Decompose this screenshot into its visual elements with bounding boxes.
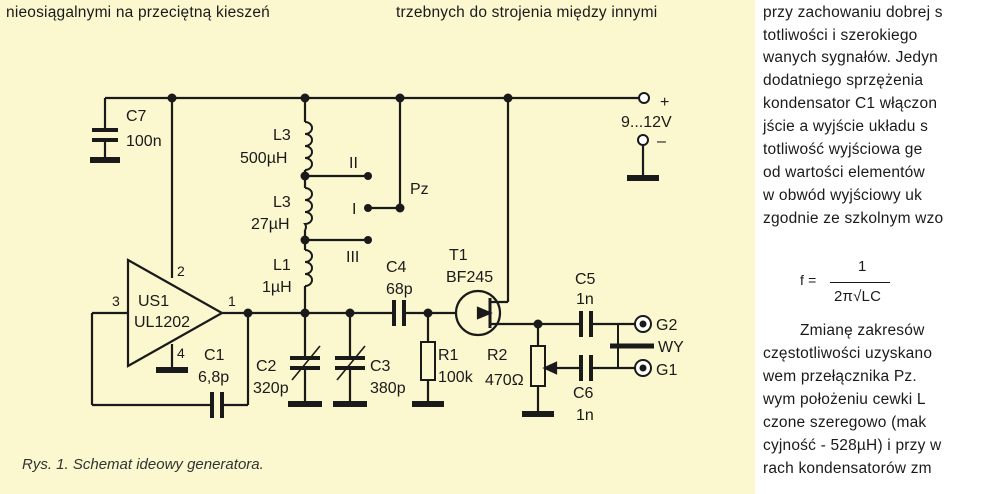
right-text-line: od wartości elementów bbox=[763, 164, 925, 181]
right-text-line: w obwód wyjściowy uk bbox=[763, 187, 923, 204]
ic-pin3: 3 bbox=[112, 293, 120, 309]
output-g1-label: G1 bbox=[656, 362, 677, 379]
right-text-line: totliwości i szerokiego bbox=[763, 27, 918, 44]
output-wy-label: WY bbox=[658, 339, 684, 356]
right-text-line: cyjność - 528µH) i przy w bbox=[763, 437, 942, 454]
formula-numerator: 1 bbox=[858, 258, 867, 275]
c4-value: 68p bbox=[386, 281, 413, 298]
r2-name: R2 bbox=[487, 347, 508, 364]
right-text-line: kondensator C1 włączon bbox=[763, 95, 938, 112]
l1-value: 1µH bbox=[262, 279, 292, 296]
r2-value: 470Ω bbox=[485, 372, 524, 389]
right-text-line: przy zachowaniu dobrej s bbox=[763, 4, 943, 21]
ic-pin2: 2 bbox=[177, 263, 185, 279]
right-text-line: wym położeniu cewki L bbox=[763, 391, 926, 408]
figure-panel bbox=[0, 0, 755, 494]
right-text-line: Zmianę zakresów bbox=[800, 322, 925, 339]
c6-name: C6 bbox=[573, 385, 594, 402]
l1-name: L1 bbox=[273, 257, 291, 274]
ic-pin4: 4 bbox=[177, 345, 185, 361]
schematic-diagram: C7 100n + – 9...12V L3 500µH L3 27µH L1 … bbox=[90, 92, 684, 424]
right-text-line: totliwość wyjściowa ge bbox=[763, 141, 923, 158]
c6-value: 1n bbox=[576, 407, 594, 424]
switch-pos-i: I bbox=[352, 201, 356, 218]
l3a-name: L3 bbox=[273, 127, 291, 144]
supply-plus-label: + bbox=[660, 94, 669, 111]
c5-name: C5 bbox=[575, 271, 596, 288]
body-text-line: nieosiągalnymi na przeciętną kieszeń bbox=[6, 4, 270, 21]
formula-lhs: f = bbox=[800, 272, 817, 288]
right-text-line: rach kondensatorów zm bbox=[763, 460, 932, 477]
right-text-line: czone szeregowo (mak bbox=[763, 414, 927, 431]
formula-denominator: 2π√LC bbox=[834, 288, 882, 305]
supply-minus-label: – bbox=[657, 133, 666, 150]
l3a-value: 500µH bbox=[240, 150, 287, 167]
right-text-line: jście a wyjście układu s bbox=[763, 118, 929, 135]
r1-value: 100k bbox=[438, 369, 474, 386]
switch-pos-ii: II bbox=[349, 155, 358, 172]
ic-type: UL1202 bbox=[134, 314, 190, 331]
ic-pin1: 1 bbox=[228, 293, 236, 309]
c1-name: C1 bbox=[204, 347, 225, 364]
switch-pos-iii: III bbox=[346, 249, 359, 266]
c2-value: 320p bbox=[253, 380, 289, 397]
l3b-name: L3 bbox=[273, 194, 291, 211]
c3-name: C3 bbox=[370, 358, 391, 375]
c2-name: C2 bbox=[256, 358, 277, 375]
switch-name: Pz bbox=[410, 181, 429, 198]
r1-name: R1 bbox=[438, 347, 459, 364]
c4-name: C4 bbox=[386, 259, 407, 276]
right-text-line: zgodnie ze szkolnym wzo bbox=[763, 210, 944, 227]
formula-fraction-bar bbox=[830, 282, 890, 283]
ic-name: US1 bbox=[138, 293, 169, 310]
output-g2-label: G2 bbox=[656, 317, 677, 334]
t1-name: T1 bbox=[449, 247, 468, 264]
right-text-line: wem przełącznika Pz. bbox=[763, 368, 917, 385]
right-text-line: dodatniego sprzężenia bbox=[763, 72, 924, 89]
c7-name: C7 bbox=[126, 108, 147, 125]
right-text-line: częstotliwości uzyskano bbox=[763, 345, 933, 362]
body-text-line: trzebnych do strojenia między innymi bbox=[396, 4, 658, 21]
c5-value: 1n bbox=[576, 291, 594, 308]
l3b-value: 27µH bbox=[251, 216, 290, 233]
right-text-line: wanych sygnałów. Jedyn bbox=[763, 49, 938, 66]
figure-caption: Rys. 1. Schemat ideowy generatora. bbox=[22, 456, 264, 473]
c3-value: 380p bbox=[370, 380, 406, 397]
c7-value: 100n bbox=[126, 133, 162, 150]
right-text-column bbox=[755, 0, 991, 494]
supply-voltage-label: 9...12V bbox=[621, 114, 672, 131]
t1-type: BF245 bbox=[446, 269, 493, 286]
c1-value: 6,8p bbox=[198, 369, 229, 386]
